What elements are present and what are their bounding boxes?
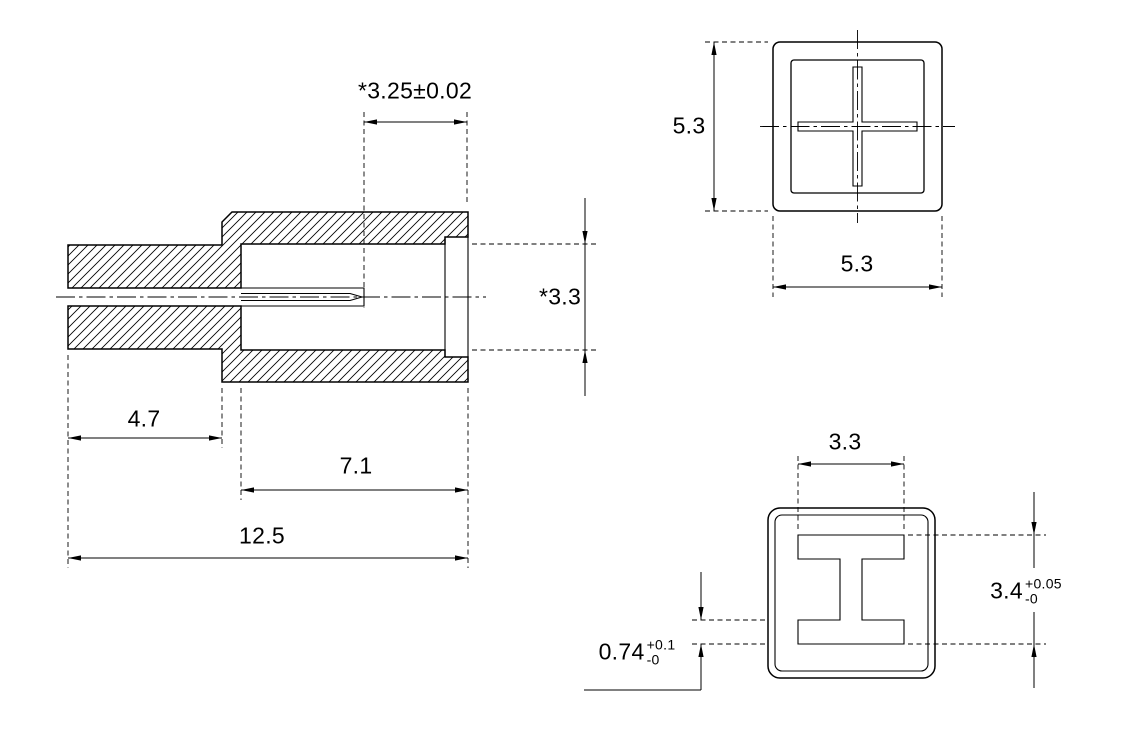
detail-inner-profile (774, 514, 929, 672)
dim-front-width-label: 5.3 (840, 250, 874, 277)
dim-slot-gap-value: 0.74 (598, 638, 645, 665)
dim-slot-height-tolerances: +0.05 -0 (1025, 576, 1062, 605)
dim-slot-gap-minus-tol: -0 (646, 651, 660, 667)
section-upper-body (67, 211, 469, 289)
detail-dimensions (584, 456, 1046, 691)
section-lower-body (67, 305, 469, 383)
dim-slot-height-minus-tol: -0 (1024, 590, 1039, 606)
dim-slot-height-label: 3.4 +0.05 -0 (990, 576, 1062, 605)
dim-shaft-length-label: 4.7 (127, 405, 161, 432)
dim-slot-gap-label: 0.74 +0.1 -0 (599, 637, 676, 666)
dim-front-height-label: 5.3 (672, 112, 706, 139)
dim-slot-width-label: 3.3 (828, 428, 862, 455)
dim-slot-height-value: 3.4 (990, 577, 1023, 604)
section-view (56, 211, 486, 383)
dim-bore-depth-label: *3.25±0.02 (357, 77, 473, 104)
dim-bore-height-label: *3.3 (538, 283, 582, 310)
dim-body-length-label: 7.1 (339, 452, 373, 479)
detail-view (767, 507, 936, 679)
detail-ibeam-slot (797, 534, 905, 645)
dim-slot-height-plus-tol: +0.05 (1024, 575, 1062, 592)
dim-slot-gap-tolerances: +0.1 -0 (647, 637, 676, 666)
front-dimensions (705, 41, 943, 297)
detail-outer-profile (767, 507, 936, 679)
section-dimensions (67, 112, 597, 568)
front-view (760, 30, 955, 223)
front-cross-slot (797, 66, 918, 187)
dim-slot-gap-plus-tol: +0.1 (646, 636, 676, 653)
dim-overall-length-label: 12.5 (239, 522, 285, 549)
